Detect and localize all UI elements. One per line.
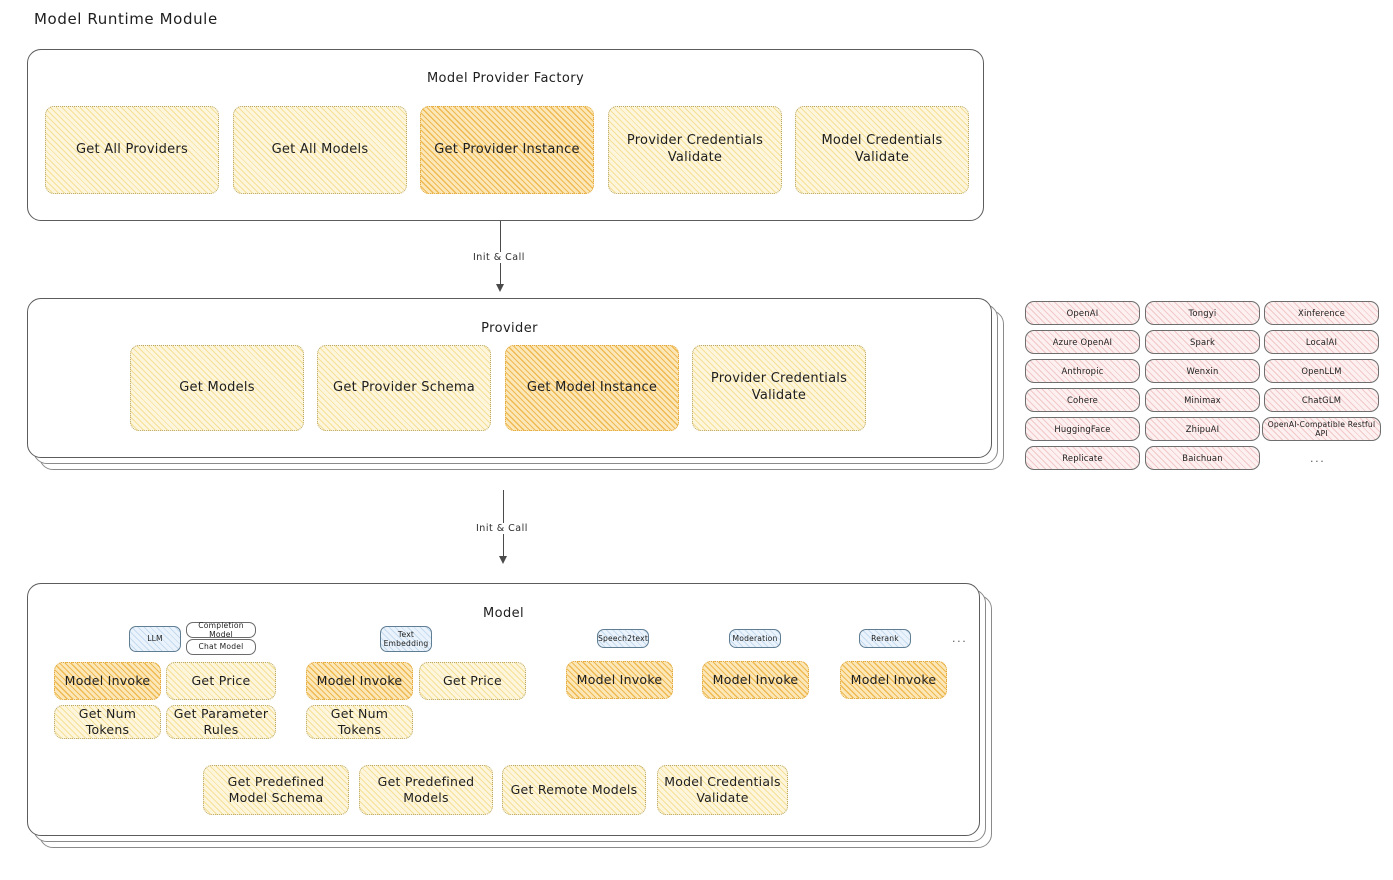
provider-chip-replicate[interactable]: Replicate (1025, 446, 1140, 470)
provider-title: Provider (481, 321, 538, 336)
node-get-provider-instance[interactable]: Get Provider Instance (420, 106, 594, 194)
node-get-remote-models[interactable]: Get Remote Models (502, 765, 646, 815)
provider-chip-minimax[interactable]: Minimax (1145, 388, 1260, 412)
node-embedding-model-invoke[interactable]: Model Invoke (306, 662, 413, 700)
provider-chip-spark[interactable]: Spark (1145, 330, 1260, 354)
provider-chip-zhipuai[interactable]: ZhipuAI (1145, 417, 1260, 441)
node-provider-credentials-validate[interactable]: Provider Credentials Validate (608, 106, 782, 194)
arrow-provider-to-model-label: Init & Call (472, 523, 532, 534)
model-provider-factory-title: Model Provider Factory (426, 71, 585, 86)
node-get-model-instance[interactable]: Get Model Instance (505, 345, 679, 431)
node-rerank-model-invoke[interactable]: Model Invoke (840, 661, 947, 699)
provider-chip-anthropic[interactable]: Anthropic (1025, 359, 1140, 383)
arrow-factory-to-provider-head (495, 284, 504, 292)
arrow-factory-to-provider-label: Init & Call (469, 252, 529, 263)
node-speech2text-model-invoke[interactable]: Model Invoke (566, 661, 673, 699)
provider-chip-localai[interactable]: LocalAI (1264, 330, 1379, 354)
node-get-predefined-models[interactable]: Get Predefined Models (359, 765, 493, 815)
provider-chip-tongyi[interactable]: Tongyi (1145, 301, 1260, 325)
node-get-all-models[interactable]: Get All Models (233, 106, 407, 194)
node-model-credentials-validate[interactable]: Model Credentials Validate (795, 106, 969, 194)
provider-chip-chatglm[interactable]: ChatGLM (1264, 388, 1379, 412)
provider-chip-huggingface[interactable]: HuggingFace (1025, 417, 1140, 441)
node-llm-get-price[interactable]: Get Price (166, 662, 276, 700)
node-get-models[interactable]: Get Models (130, 345, 304, 431)
provider-chip-openai-compatible-restful-api[interactable]: OpenAI-Compatible Restful API (1262, 417, 1381, 441)
badge-speech2text[interactable]: Speech2text (597, 629, 649, 648)
provider-chip-baichuan[interactable]: Baichuan (1145, 446, 1260, 470)
node-llm-get-num-tokens[interactable]: Get Num Tokens (54, 705, 161, 739)
badge-text-embedding[interactable]: Text Embedding (380, 626, 432, 652)
badge-moderation[interactable]: Moderation (729, 629, 781, 648)
node-get-all-providers[interactable]: Get All Providers (45, 106, 219, 194)
provider-chip-xinference[interactable]: Xinference (1264, 301, 1379, 325)
provider-list-more: ... (1310, 452, 1326, 465)
provider-chip-openai[interactable]: OpenAI (1025, 301, 1140, 325)
page-title: Model Runtime Module (34, 10, 218, 28)
node-embedding-get-price[interactable]: Get Price (419, 662, 526, 700)
node-llm-get-parameter-rules[interactable]: Get Parameter Rules (166, 705, 276, 739)
node-provider-credentials-validate-2[interactable]: Provider Credentials Validate (692, 345, 866, 431)
node-get-provider-schema[interactable]: Get Provider Schema (317, 345, 491, 431)
node-moderation-model-invoke[interactable]: Model Invoke (702, 661, 809, 699)
node-embedding-get-num-tokens[interactable]: Get Num Tokens (306, 705, 413, 739)
badge-rerank[interactable]: Rerank (859, 629, 911, 648)
provider-chip-wenxin[interactable]: Wenxin (1145, 359, 1260, 383)
model-types-more: ... (952, 632, 968, 645)
provider-chip-openllm[interactable]: OpenLLM (1264, 359, 1379, 383)
provider-chip-azure-openai[interactable]: Azure OpenAI (1025, 330, 1140, 354)
provider-chip-cohere[interactable]: Cohere (1025, 388, 1140, 412)
node-model-credentials-validate-2[interactable]: Model Credentials Validate (657, 765, 788, 815)
badge-completion-model[interactable]: Completion Model (186, 621, 256, 639)
model-title: Model (482, 606, 525, 621)
arrow-provider-to-model-head (498, 556, 507, 564)
badge-llm[interactable]: LLM (129, 626, 181, 652)
badge-chat-model[interactable]: Chat Model (186, 639, 256, 655)
node-get-predefined-model-schema[interactable]: Get Predefined Model Schema (203, 765, 349, 815)
node-llm-model-invoke[interactable]: Model Invoke (54, 662, 161, 700)
